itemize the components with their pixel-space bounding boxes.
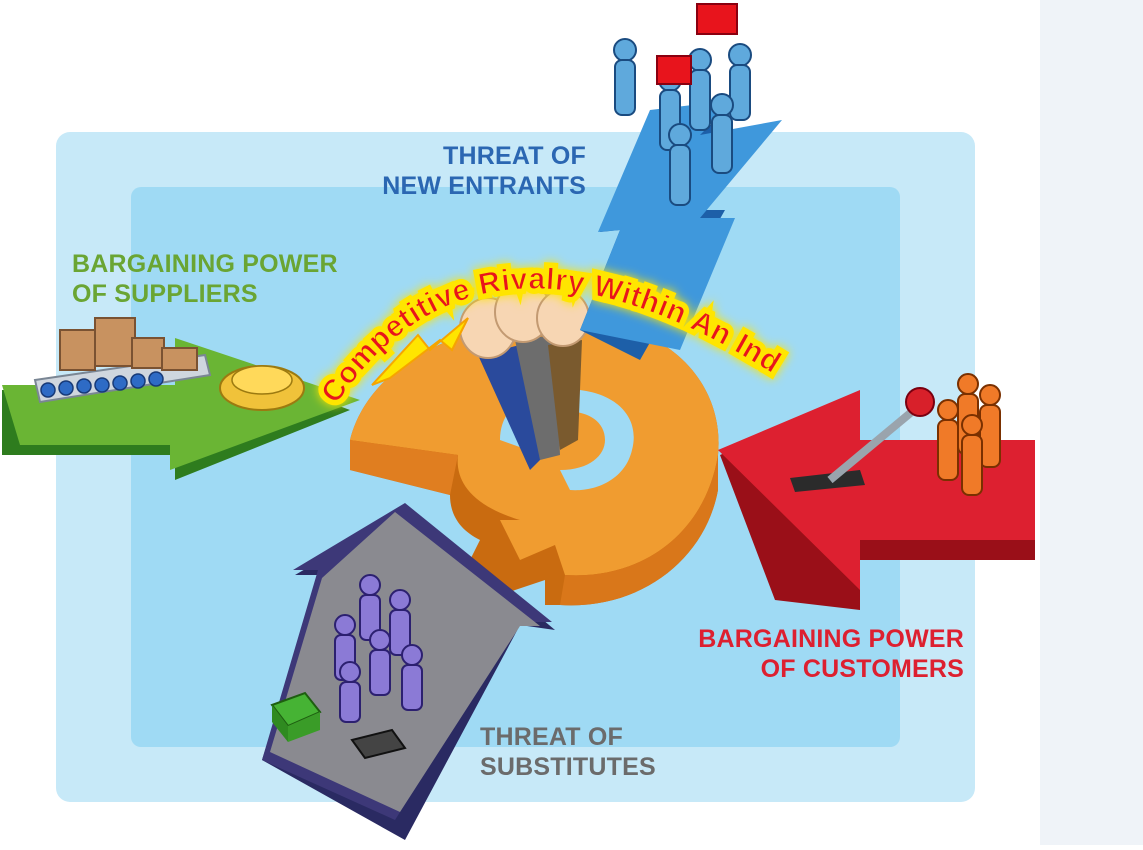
customers-group-illustration xyxy=(937,373,1001,496)
label-line: SUBSTITUTES xyxy=(480,753,656,781)
lightning-bolt-left xyxy=(371,317,469,386)
protest-sign-2 xyxy=(656,55,692,85)
label-line: BARGAINING POWER xyxy=(72,250,338,278)
right-side-panel xyxy=(1040,0,1143,845)
raised-fists-illustration xyxy=(459,281,590,470)
label-line: BARGAINING POWER xyxy=(698,625,964,653)
label-line: NEW ENTRANTS xyxy=(382,172,586,200)
circuit-chip-illustration xyxy=(270,691,407,760)
label-threat-of-new-entrants: THREAT OF NEW ENTRANTS xyxy=(300,141,586,201)
label-bargaining-power-suppliers: BARGAINING POWER OF SUPPLIERS xyxy=(72,249,338,309)
label-line: OF SUPPLIERS xyxy=(72,280,258,308)
label-line: THREAT OF xyxy=(480,723,623,751)
label-threat-of-substitutes: THREAT OF SUBSTITUTES xyxy=(480,722,656,782)
label-line: OF CUSTOMERS xyxy=(760,655,964,683)
label-line: THREAT OF xyxy=(443,142,586,170)
substitute-figures-illustration xyxy=(334,574,423,723)
label-bargaining-power-customers: BARGAINING POWER OF CUSTOMERS xyxy=(640,624,964,684)
protesters-illustration xyxy=(613,38,752,206)
lever-illustration xyxy=(790,387,935,492)
protest-sign-1 xyxy=(696,3,738,35)
conveyor-boxes-illustration xyxy=(33,317,305,411)
